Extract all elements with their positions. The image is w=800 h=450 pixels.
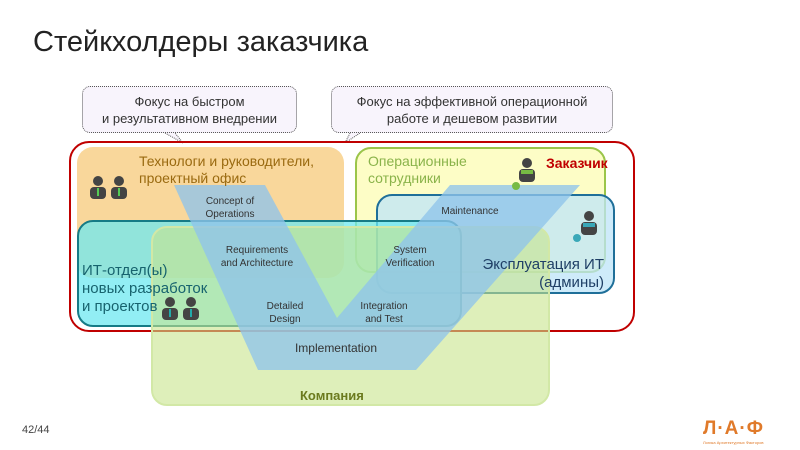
managers-icon [90,176,127,199]
v-implementation: Implementation [294,341,378,355]
label-line: (админы) [539,274,604,291]
it-ops-label: Эксплуатация ИТ(админы) [470,256,604,292]
v-text: and Test [365,314,403,325]
logo-subtitle: Логика Архитектурных Факторов [703,440,764,445]
label-line: и проектов [82,298,158,315]
v-text: Detailed [266,301,304,312]
callout-text: работе и дешевом развитии [386,110,558,126]
v-concept-of-operations: Concept of Operations [190,195,270,221]
v-maintenance: Maintenance [441,206,499,217]
label-line: Эксплуатация ИТ [482,256,604,273]
technologists-label: Технологи и руководители,проектный офис [139,153,314,187]
v-text: System [393,245,427,256]
callout-text: Фокус на быстром [134,93,245,109]
admin-icon [573,211,597,242]
v-text: and Architecture [220,258,294,269]
label-line: новых разработок [82,280,208,297]
developers-icon [162,297,199,320]
v-text: Design [269,314,301,325]
company-label: Компания [300,388,364,403]
label-line: Технологи и руководители, [139,153,314,169]
slide-title: Стейкхолдеры заказчика [33,26,369,58]
label-line: Операционные [368,153,467,169]
callout-text: и результативном внедрении [101,110,278,126]
label-line: проектный офис [139,170,247,186]
v-text: Verification [385,258,435,269]
v-integration: Integration and Test [344,300,424,326]
logo: Л·А·Ф [703,418,764,439]
callout-text: Фокус на эффективной операционной [356,93,588,109]
label-line: ИТ-отдел(ы) [82,262,168,279]
customer-label: Заказчик [546,155,608,171]
v-text: Operations [205,209,255,220]
worker-icon [512,158,535,190]
v-text: Concept of [205,196,255,207]
v-requirements: Requirements and Architecture [207,244,307,270]
page-number: 42/44 [22,424,50,436]
v-text: Integration [360,301,408,312]
v-text: Requirements [225,245,289,256]
label-line: сотрудники [368,170,441,186]
